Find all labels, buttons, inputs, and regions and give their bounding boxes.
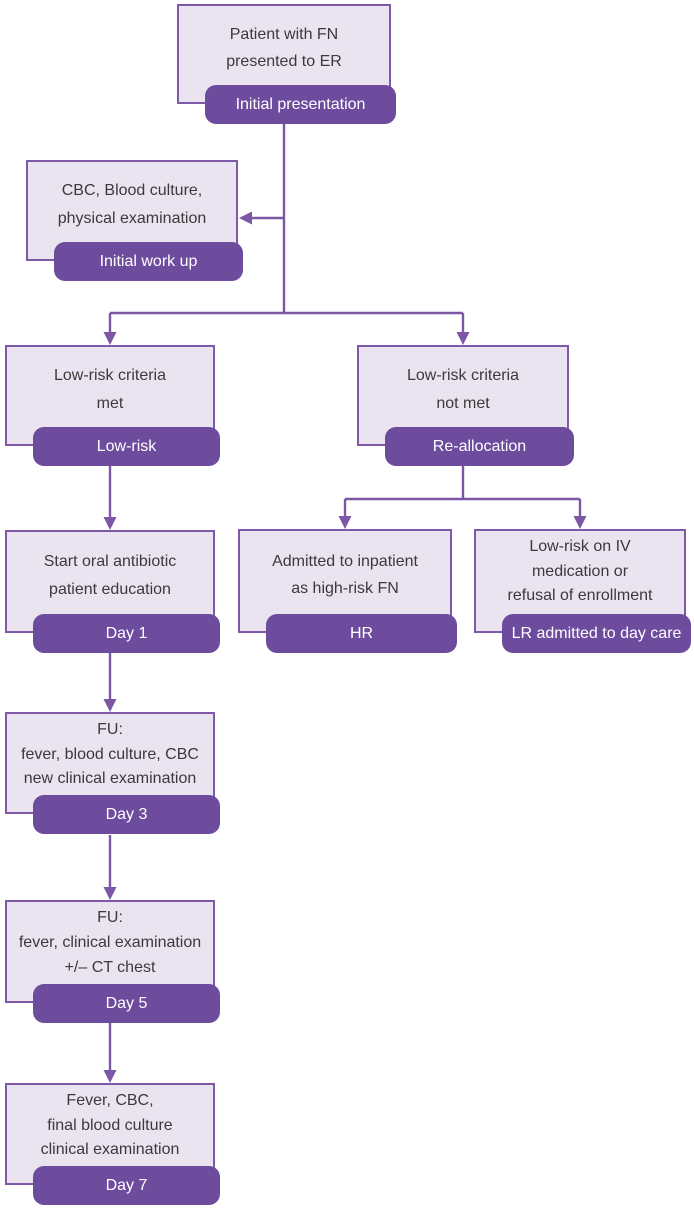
node-text: Admitted to inpatient as high-risk FN (272, 552, 418, 597)
node-day-1: Start oral antibiotic patient education … (5, 530, 220, 653)
connector-lowrisk-to-day1 (103, 466, 117, 530)
connector-day5-to-day7 (103, 1021, 117, 1083)
badge-label: Initial presentation (235, 95, 366, 113)
node-day-5: FU: fever, clinical examination +/– CT c… (5, 900, 220, 1023)
badge-label: Re-allocation (432, 437, 527, 455)
node-text: FU: fever, blood culture, CBC new clinic… (21, 720, 199, 788)
node-low-risk: Low-risk criteria met Low-risk (5, 345, 220, 466)
node-badge: Day 7 (33, 1166, 220, 1205)
node-text: Low-risk on IV medication or refusal of … (507, 537, 653, 605)
node-badge: Day 3 (33, 795, 220, 834)
badge-label: Day 1 (105, 624, 148, 642)
node-initial-presentation: Patient with FN presented to ER Initial … (177, 4, 396, 124)
node-initial-work-up: CBC, Blood culture, physical examination… (26, 160, 243, 281)
badge-label: HR (349, 624, 374, 642)
node-badge: Initial presentation (205, 85, 396, 124)
node-day-3: FU: fever, blood culture, CBC new clinic… (5, 712, 220, 834)
connector-reallocation-split (338, 466, 587, 529)
badge-label: Initial work up (99, 252, 198, 270)
connector-risk-split (103, 311, 470, 345)
node-lr-day-care: Low-risk on IV medication or refusal of … (474, 529, 691, 653)
badge-label: Day 7 (105, 1176, 148, 1194)
node-text: Start oral antibiotic patient education (43, 553, 177, 598)
node-text: Patient with FN presented to ER (226, 25, 342, 70)
badge-label: Low-risk (96, 437, 157, 455)
node-text: Low-risk criteria not met (406, 367, 519, 412)
node-badge: Low-risk (33, 427, 220, 466)
node-badge: Day 5 (33, 984, 220, 1023)
connector-day1-to-day3 (103, 652, 117, 712)
badge-label: LR admitted to day care (511, 624, 682, 642)
badge-label: Day 5 (105, 994, 148, 1012)
connector-to-initial-work-up (239, 211, 284, 225)
badge-label: Day 3 (105, 805, 148, 823)
node-badge: LR admitted to day care (502, 614, 691, 653)
connector-day3-to-day5 (103, 835, 117, 900)
node-badge: HR (266, 614, 457, 653)
node-day-7: Fever, CBC, final blood culture clinical… (5, 1083, 220, 1205)
node-re-allocation: Low-risk criteria not met Re-allocation (357, 345, 574, 466)
node-text: Low-risk criteria met (53, 367, 166, 412)
node-badge: Initial work up (54, 242, 243, 281)
node-badge: Re-allocation (385, 427, 574, 466)
node-text: FU: fever, clinical examination +/– CT c… (18, 909, 202, 976)
node-badge: Day 1 (33, 614, 220, 653)
node-text: CBC, Blood culture, physical examination (57, 182, 207, 227)
node-text: Fever, CBC, final blood culture clinical… (40, 1091, 180, 1159)
node-hr: Admitted to inpatient as high-risk FN HR (238, 529, 457, 653)
